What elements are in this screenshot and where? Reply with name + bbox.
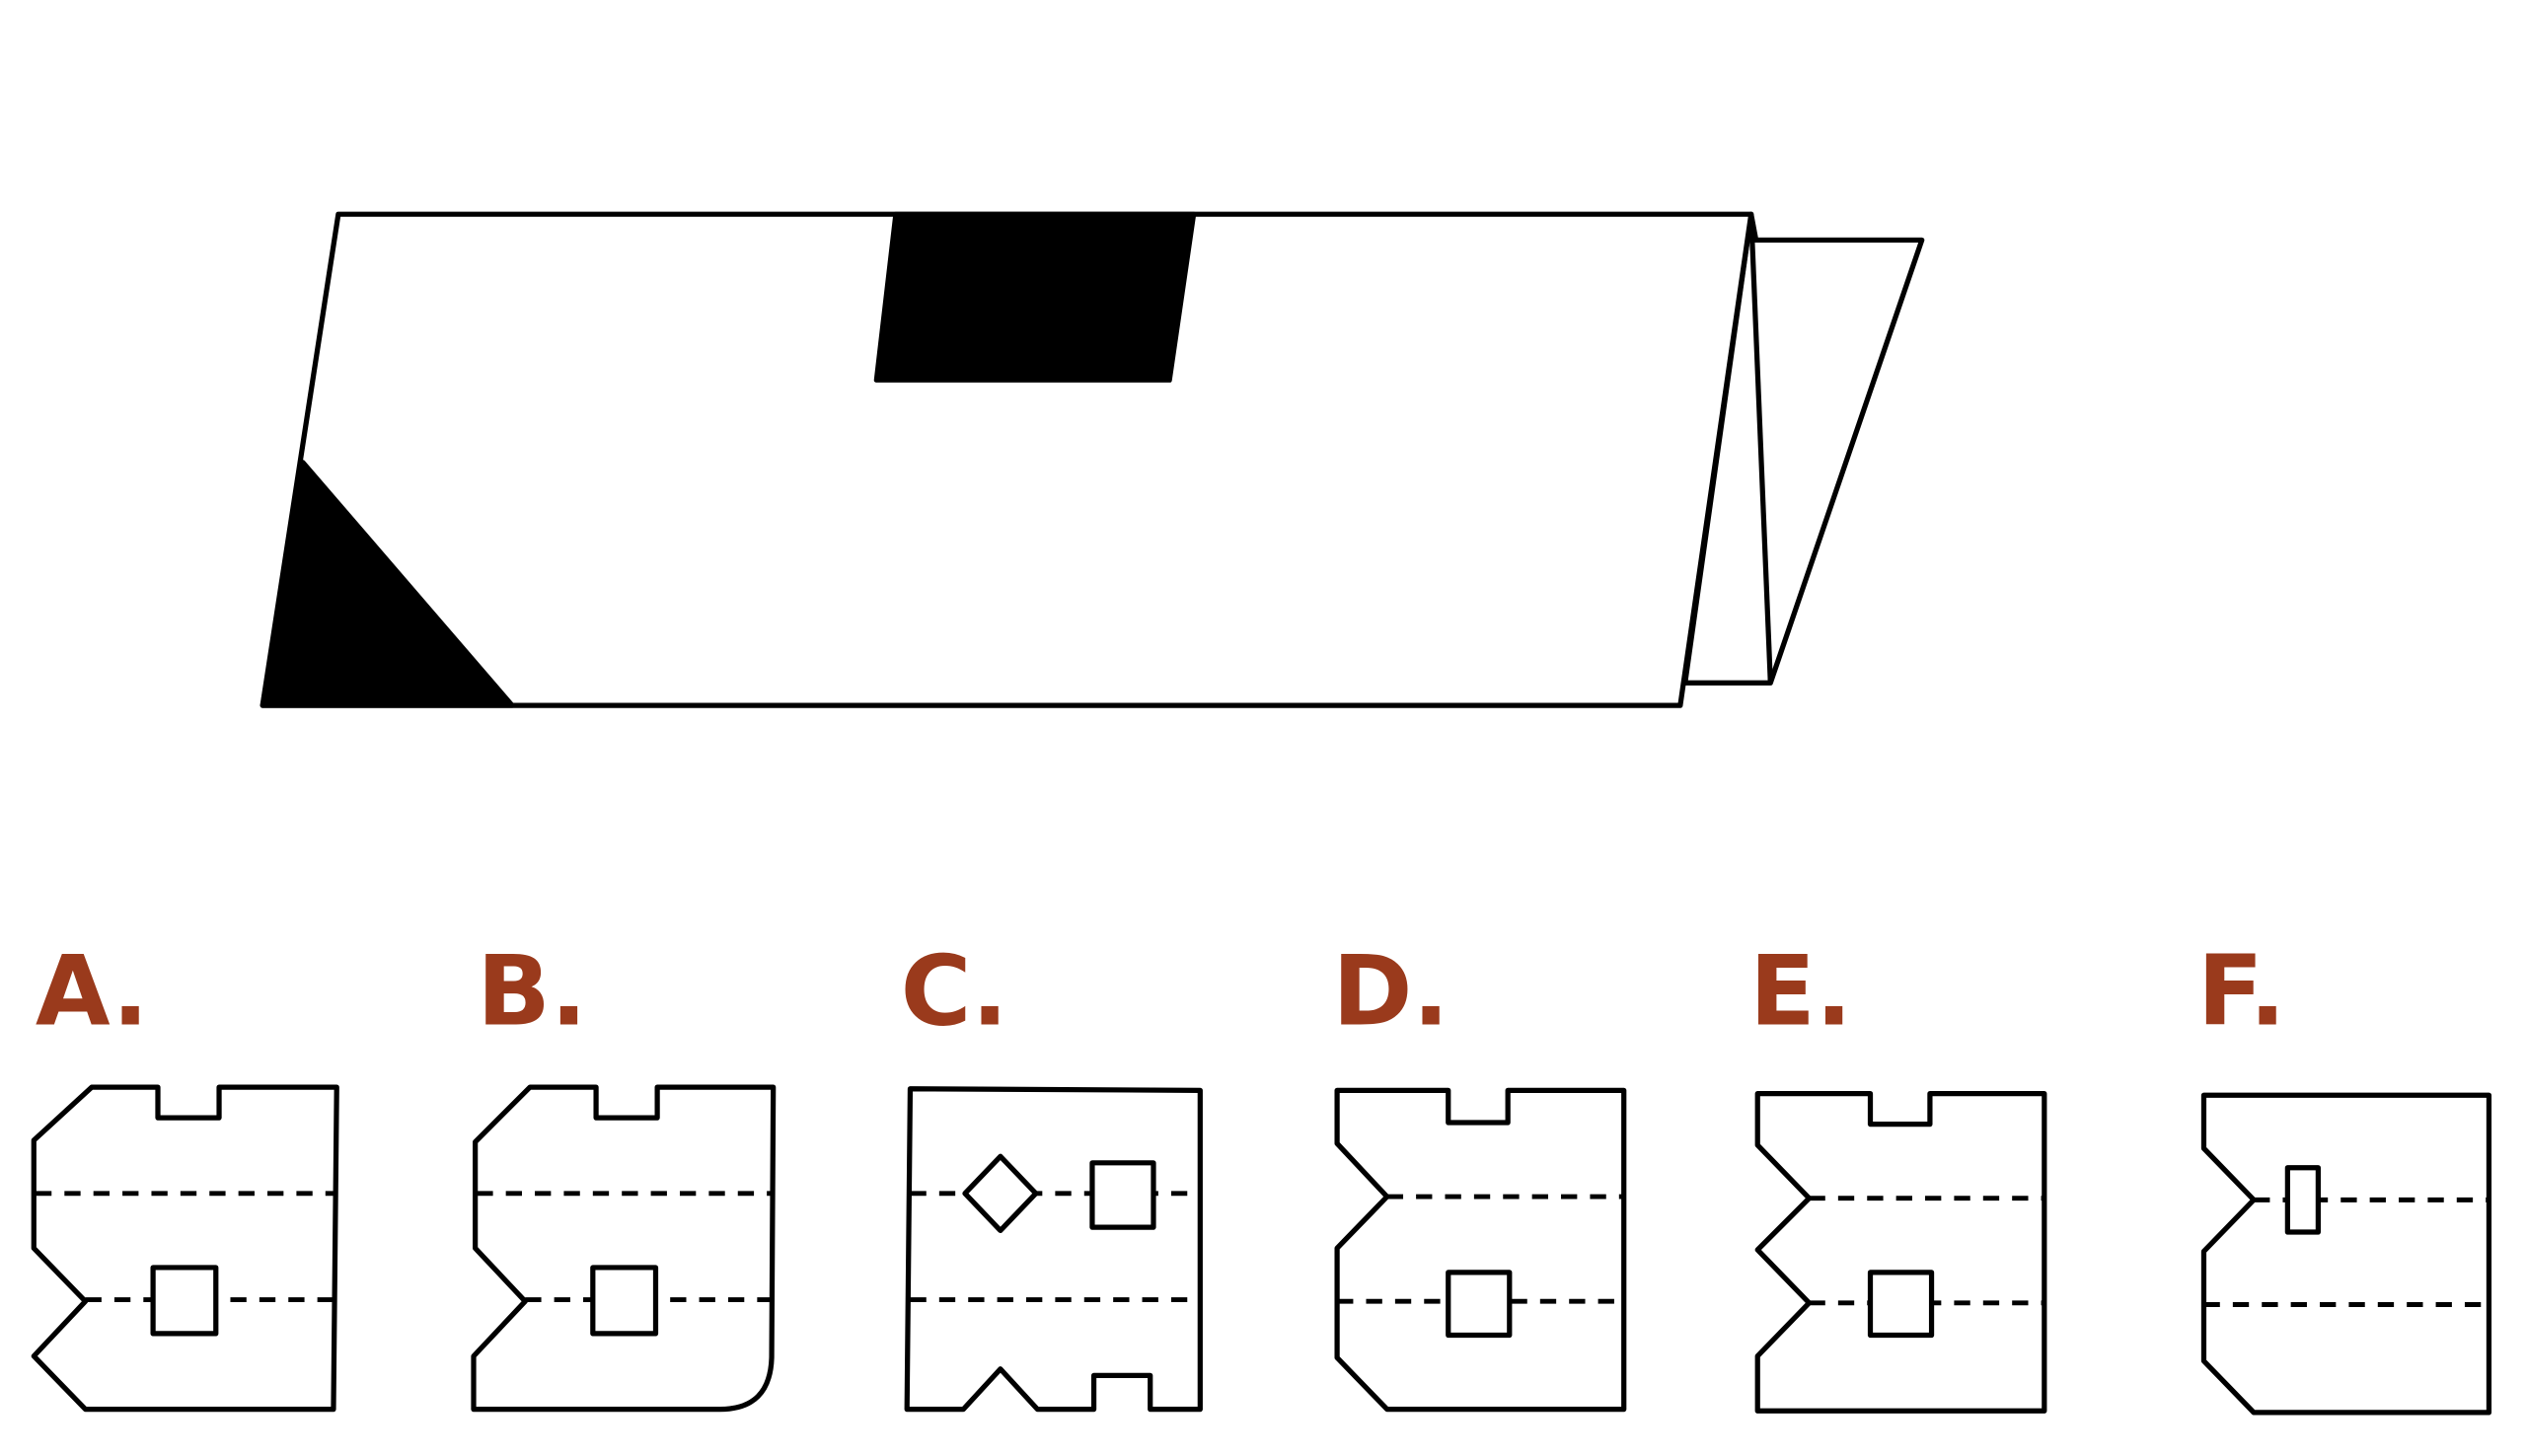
option-label-e: E.	[1749, 935, 1852, 1048]
option-b-net[interactable]	[471, 1084, 777, 1413]
option-e-net[interactable]	[1754, 1091, 2047, 1414]
option-d-net[interactable]	[1334, 1087, 1627, 1413]
option-label-a: A.	[36, 935, 149, 1048]
option-label-f: F.	[2197, 935, 2286, 1048]
folded-strip	[260, 211, 1925, 708]
option-label-c: C.	[901, 935, 1008, 1048]
option-label-b: B.	[477, 935, 587, 1048]
option-labels: A. B. C. D. E. F.	[36, 935, 2286, 1048]
black-triangle	[260, 460, 515, 708]
option-label-d: D.	[1332, 935, 1449, 1048]
option-f-net[interactable]	[2200, 1092, 2492, 1416]
option-a-net[interactable]	[31, 1084, 339, 1413]
option-c-net[interactable]	[904, 1086, 1203, 1413]
black-parallelogram	[873, 211, 1197, 383]
fold-edge	[1748, 214, 1773, 684]
